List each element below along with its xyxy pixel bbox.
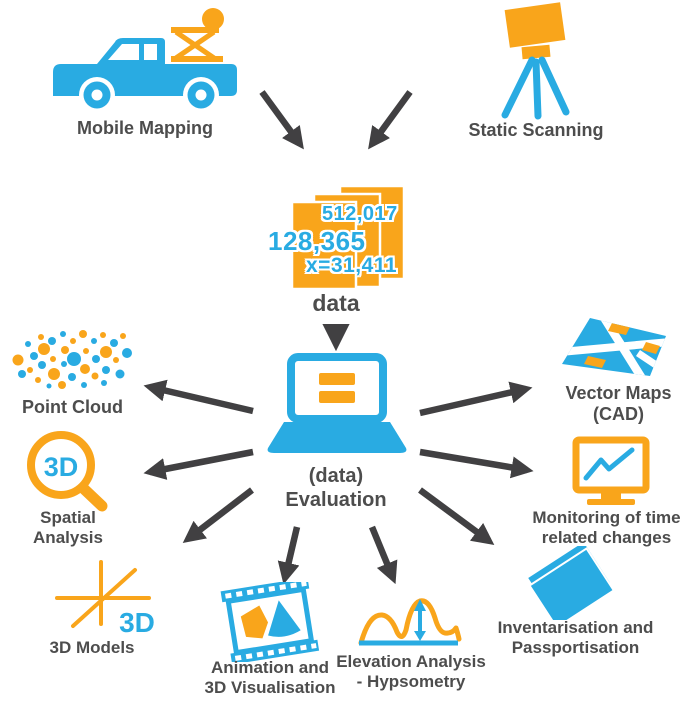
arrow-to-animation	[277, 526, 301, 585]
inventarisation-label: Inventarisation and Passportisation	[497, 618, 654, 658]
evaluation-label: (data) Evaluation	[285, 465, 387, 511]
vector-map-icon	[562, 318, 666, 376]
trend-line	[583, 447, 635, 481]
spatial-analysis-label: Spatial Analysis	[33, 508, 103, 548]
laptop-icon	[267, 353, 407, 453]
arrow-to-monitoring	[419, 448, 534, 479]
arrow-to-3d-models	[182, 487, 254, 544]
data-value-bottom: x=31,411	[306, 254, 398, 277]
film-cone-shape	[268, 600, 301, 637]
equals-bar-bottom	[319, 391, 355, 403]
truck-wheel-front	[79, 77, 115, 113]
point-cloud-label: Point Cloud	[22, 397, 123, 417]
arrow-to-point-cloud	[143, 379, 254, 415]
point-cloud-icon	[12, 330, 132, 389]
film-strip-icon	[220, 582, 320, 662]
scanner-head-icon	[504, 2, 566, 60]
passport-book-icon	[525, 546, 616, 620]
arrow-to-vector-maps	[419, 381, 533, 417]
monitoring-label: Monitoring of time related changes	[532, 508, 681, 548]
axes-3d-text: 3D	[119, 607, 155, 636]
arrow-to-elevation	[368, 525, 398, 585]
truck-wheel-rear	[183, 77, 219, 113]
spatial-analysis-magnifier-icon: 3D	[27, 431, 108, 512]
arrow-static-to-data	[368, 90, 413, 150]
data-cards-icon	[290, 184, 406, 291]
magnifier-3d-text: 3D	[44, 452, 79, 482]
scanner-lift-icon	[171, 8, 224, 62]
elevation-label: Elevation Analysis - Hypsometry	[336, 652, 486, 692]
arrow-to-spatial-analysis	[143, 448, 254, 480]
arrow-to-inventarisation	[418, 487, 495, 545]
animation-label: Animation and 3D Visualisation	[204, 658, 336, 698]
data-value-top: 512,017	[322, 203, 398, 225]
data-value-mid: 128,365	[268, 226, 366, 256]
3d-models-label: 3D Models	[49, 638, 135, 657]
arrow-mobile-to-data	[259, 90, 304, 150]
3d-models-axes-icon: 3D	[55, 560, 155, 636]
data-label: data	[312, 290, 360, 316]
monitor-chart-icon	[572, 436, 650, 505]
static-scanning-label: Static Scanning	[468, 120, 604, 140]
vector-maps-label: Vector Maps (CAD)	[565, 383, 672, 425]
mobile-mapping-label: Mobile Mapping	[77, 118, 213, 138]
laptop-base	[267, 422, 407, 453]
static-scanner-tripod-icon	[501, 2, 570, 120]
equals-bar-top	[319, 373, 355, 385]
mobile-mapping-truck-icon	[53, 8, 237, 113]
tripod-legs	[501, 56, 570, 120]
film-cube-shape	[240, 605, 269, 639]
hypsometry-icon	[358, 598, 462, 646]
height-double-arrow	[414, 599, 426, 641]
